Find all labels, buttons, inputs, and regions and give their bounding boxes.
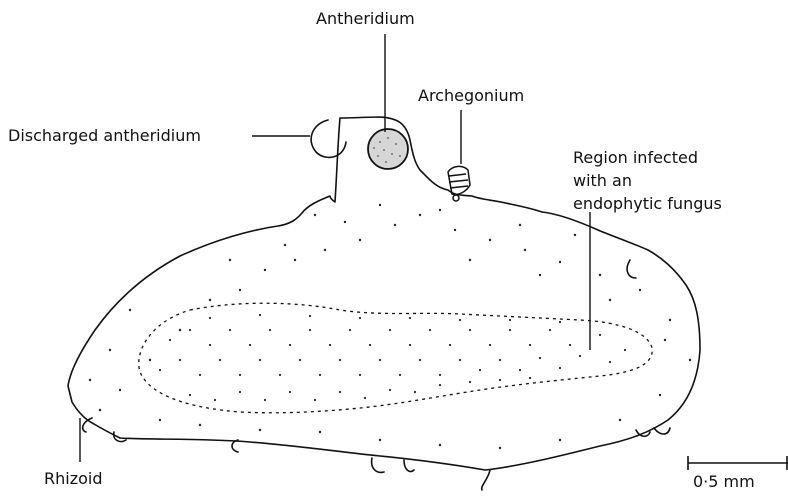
label-discharged-antheridium: Discharged antheridium bbox=[8, 126, 201, 145]
infected-region-outline bbox=[139, 303, 652, 413]
label-region-infected-line2: with an bbox=[573, 171, 632, 190]
discharged-antheridium-shape bbox=[311, 120, 346, 157]
label-region-infected-line1: Region infected bbox=[573, 148, 698, 167]
gametophyte-outline bbox=[68, 117, 700, 470]
scale-bar bbox=[688, 456, 788, 470]
scale-bar-label: 0·5 mm bbox=[693, 472, 755, 491]
label-antheridium: Antheridium bbox=[316, 9, 415, 28]
label-archegonium: Archegonium bbox=[418, 86, 524, 105]
antheridium-shape bbox=[368, 129, 408, 169]
cell-dots bbox=[89, 204, 691, 449]
label-rhizoid: Rhizoid bbox=[44, 469, 103, 488]
fungus-dots bbox=[159, 314, 626, 401]
label-region-infected-line3: endophytic fungus bbox=[573, 194, 722, 213]
